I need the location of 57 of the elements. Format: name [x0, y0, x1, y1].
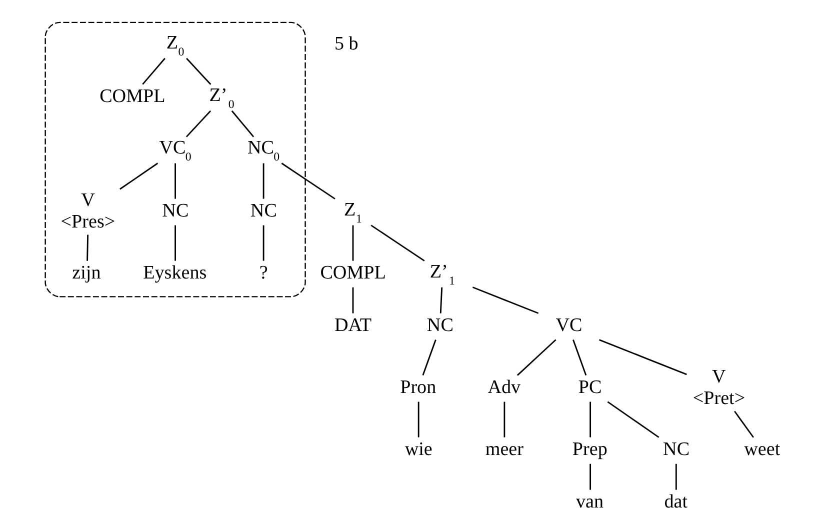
node-text: COMPL	[100, 86, 166, 108]
node-text: VC	[556, 315, 582, 336]
connector	[607, 401, 660, 438]
connector	[370, 224, 425, 262]
connector	[598, 339, 687, 376]
node-text: dat	[664, 492, 688, 513]
connector	[440, 287, 443, 314]
node-text: Eyskens	[143, 262, 207, 284]
connector	[504, 402, 506, 438]
connector	[281, 162, 336, 200]
connector	[418, 402, 420, 438]
connector	[186, 110, 212, 138]
node-text: zijn	[72, 262, 101, 284]
node-text: NC	[250, 200, 277, 222]
node-text: PC	[578, 377, 602, 398]
connector	[590, 402, 592, 438]
connector	[86, 234, 89, 261]
node-text: Z$_{1}$	[344, 199, 362, 226]
connector	[262, 225, 264, 261]
node-text: weet	[744, 439, 780, 460]
node-text: VC$_{0}$	[159, 137, 192, 164]
node-text: NC$_{0}$	[247, 137, 280, 164]
connector	[675, 464, 677, 490]
node-text: Adv	[488, 377, 521, 398]
node-text: ?	[259, 262, 268, 284]
node-text: DAT	[334, 315, 372, 336]
node-text: Pron	[400, 377, 436, 398]
connector	[174, 225, 176, 261]
connector	[186, 58, 212, 85]
connector	[352, 287, 354, 314]
connector	[422, 340, 436, 376]
node-text: COMPL	[320, 262, 386, 284]
node-text: van	[576, 492, 604, 513]
connector	[174, 163, 176, 199]
connector	[262, 163, 264, 199]
node-text: Z’$_{0}$	[209, 84, 234, 111]
node-text: NC	[162, 200, 189, 222]
connector	[734, 410, 754, 438]
connector	[516, 339, 556, 376]
node-text: V <Pret>	[692, 366, 746, 409]
node-text: NC	[426, 315, 454, 336]
cluster	[44, 22, 306, 298]
node-text: Prep	[572, 439, 608, 460]
connector	[142, 58, 166, 85]
node-text: Z’$_{1}$	[430, 261, 455, 288]
connector	[231, 110, 254, 138]
connector	[472, 286, 539, 314]
node-text: meer	[485, 439, 524, 460]
node-text: Z$_{0}$	[166, 32, 184, 58]
node-text: wie	[404, 439, 432, 460]
connector	[352, 225, 354, 261]
connector	[120, 162, 158, 190]
node-text: V <Pres>	[60, 190, 116, 232]
node-text: NC	[663, 439, 690, 460]
connector	[572, 340, 587, 376]
label: 5 b	[334, 34, 358, 55]
connector	[590, 464, 592, 490]
